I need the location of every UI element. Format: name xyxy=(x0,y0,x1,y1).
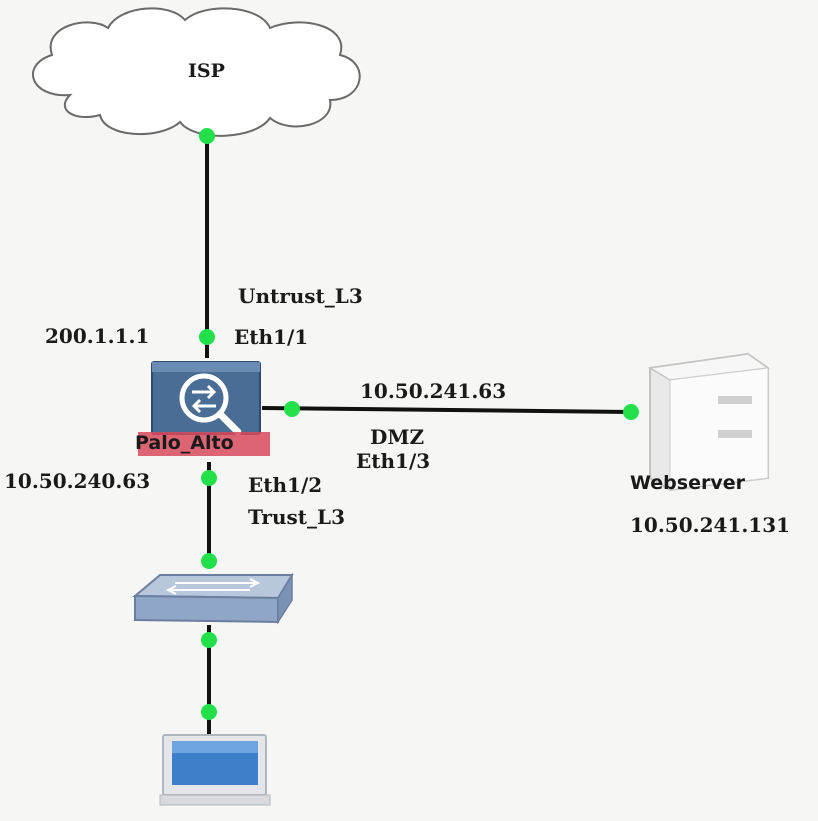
server-icon[interactable] xyxy=(647,352,771,492)
port-dot-eth1-1 xyxy=(199,329,215,345)
link-firewall-webserver xyxy=(261,406,631,414)
isp-cloud-icon[interactable] xyxy=(32,7,361,137)
untrust-port-label: Eth1/1 xyxy=(234,325,309,349)
port-dots xyxy=(199,128,639,720)
port-dot-isp xyxy=(199,128,215,144)
trust-zone-label: Trust_L3 xyxy=(248,505,345,529)
dmz-ip-label: 10.50.241.63 xyxy=(360,379,507,403)
port-dot-switch-top xyxy=(201,553,217,569)
webserver-label: Webserver xyxy=(630,472,745,494)
firewall-icon[interactable] xyxy=(138,361,270,456)
switch-icon[interactable] xyxy=(132,572,294,625)
monitor-icon[interactable] xyxy=(159,734,271,806)
trust-ip-label: 10.50.240.63 xyxy=(4,469,151,493)
port-dot-eth1-2 xyxy=(201,470,217,486)
dmz-port-label: Eth1/3 xyxy=(356,449,431,473)
untrust-zone-label: Untrust_L3 xyxy=(238,284,363,308)
port-dot-webserver xyxy=(623,404,639,420)
webserver-ip-label: 10.50.241.131 xyxy=(630,513,791,537)
firewall-label: Palo_Alto xyxy=(135,432,234,454)
port-dot-client xyxy=(201,704,217,720)
isp-label: ISP xyxy=(188,60,225,82)
dmz-zone-label: DMZ xyxy=(370,425,425,449)
port-dot-eth1-3 xyxy=(284,401,300,417)
untrust-ip-label: 200.1.1.1 xyxy=(45,324,150,348)
port-dot-switch-bottom xyxy=(201,632,217,648)
trust-port-label: Eth1/2 xyxy=(248,473,323,497)
